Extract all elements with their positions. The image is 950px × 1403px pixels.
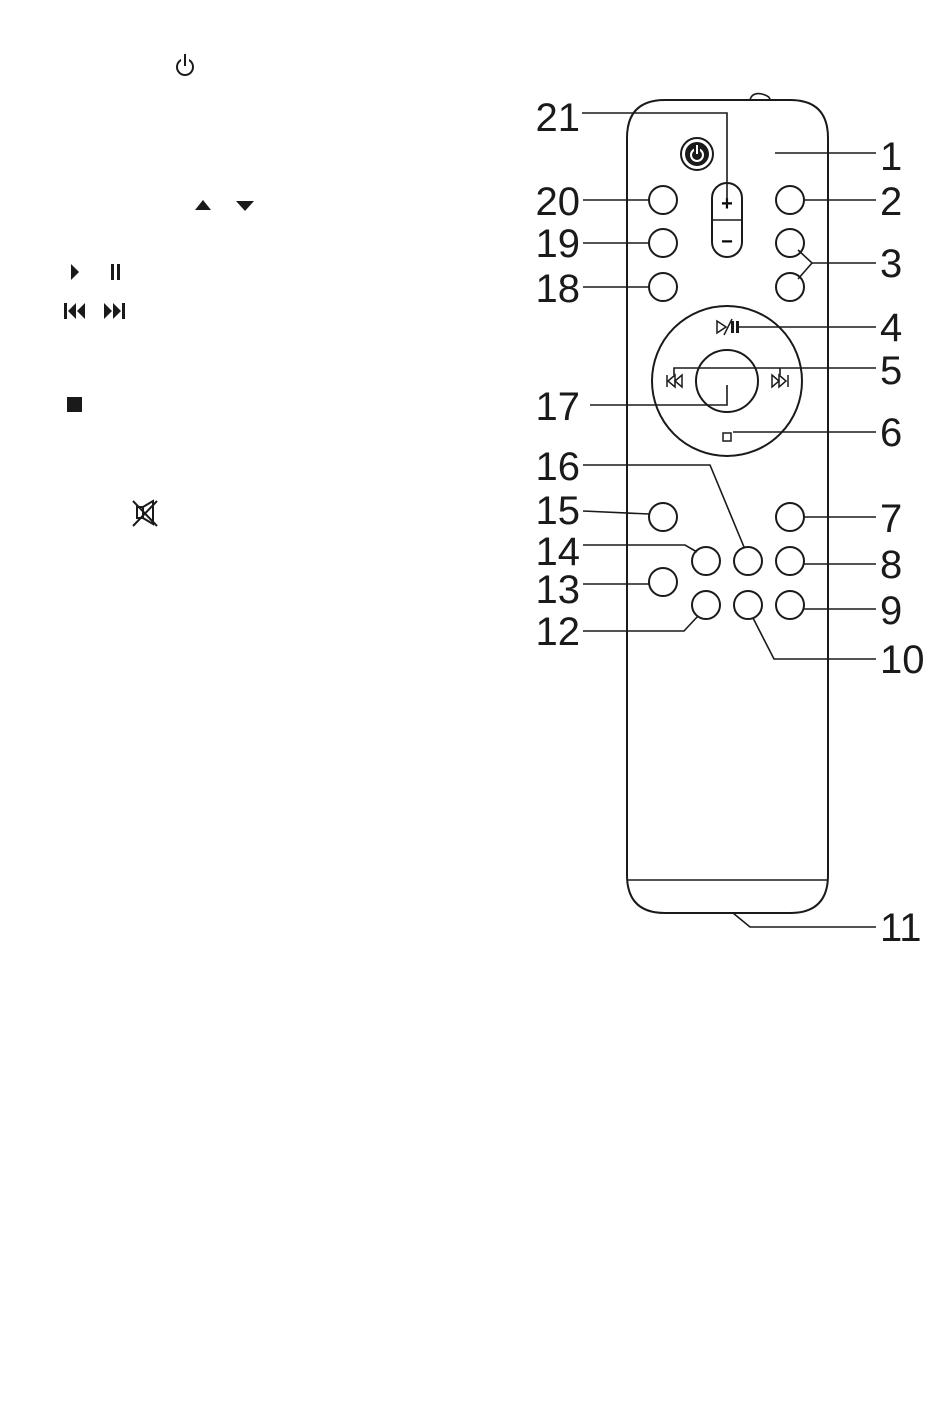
callout-20: 20 <box>536 180 581 224</box>
legend-pause-icon <box>111 264 120 280</box>
button-10[interactable] <box>734 591 762 619</box>
callout-9: 9 <box>880 589 902 633</box>
callout-11: 11 <box>880 906 922 950</box>
button-18[interactable] <box>649 273 677 301</box>
callout-8: 8 <box>880 543 902 587</box>
callout-7: 7 <box>880 497 902 541</box>
legend-power-icon <box>177 54 193 75</box>
legend-down-arrow-icon <box>236 201 254 211</box>
callout-19: 19 <box>536 222 581 266</box>
callout-10: 10 <box>880 638 925 682</box>
callout-13: 13 <box>536 568 581 612</box>
callout-18: 18 <box>536 267 581 311</box>
volume-minus-label: − <box>721 231 733 253</box>
legend-up-arrow-icon <box>195 200 211 210</box>
button-9[interactable] <box>776 591 804 619</box>
button-16[interactable] <box>734 547 762 575</box>
legend-stop-icon <box>67 397 82 412</box>
button-20[interactable] <box>649 186 677 214</box>
legend-previous-track-icon <box>64 303 85 319</box>
button-15[interactable] <box>649 503 677 531</box>
button-8[interactable] <box>776 547 804 575</box>
button-3-upper[interactable] <box>776 229 804 257</box>
callout-16: 16 <box>536 445 581 489</box>
legend-mute-icon <box>133 501 157 526</box>
callout-21: 21 <box>536 96 581 140</box>
callout-2: 2 <box>880 180 902 224</box>
callout-5: 5 <box>880 349 902 393</box>
power-button[interactable] <box>681 138 713 170</box>
button-19[interactable] <box>649 229 677 257</box>
legend-play-icon <box>71 264 79 280</box>
callout-4: 4 <box>880 306 902 350</box>
button-2[interactable] <box>776 186 804 214</box>
callout-12: 12 <box>536 610 581 654</box>
callout-15: 15 <box>536 489 581 533</box>
callout-6: 6 <box>880 411 902 455</box>
callout-3: 3 <box>880 242 902 286</box>
callout-14: 14 <box>536 530 581 574</box>
callout-1: 1 <box>880 135 902 179</box>
callout-17: 17 <box>536 385 581 429</box>
button-7[interactable] <box>776 503 804 531</box>
button-13[interactable] <box>649 568 677 596</box>
legend-next-track-icon <box>104 303 125 319</box>
button-12[interactable] <box>692 591 720 619</box>
